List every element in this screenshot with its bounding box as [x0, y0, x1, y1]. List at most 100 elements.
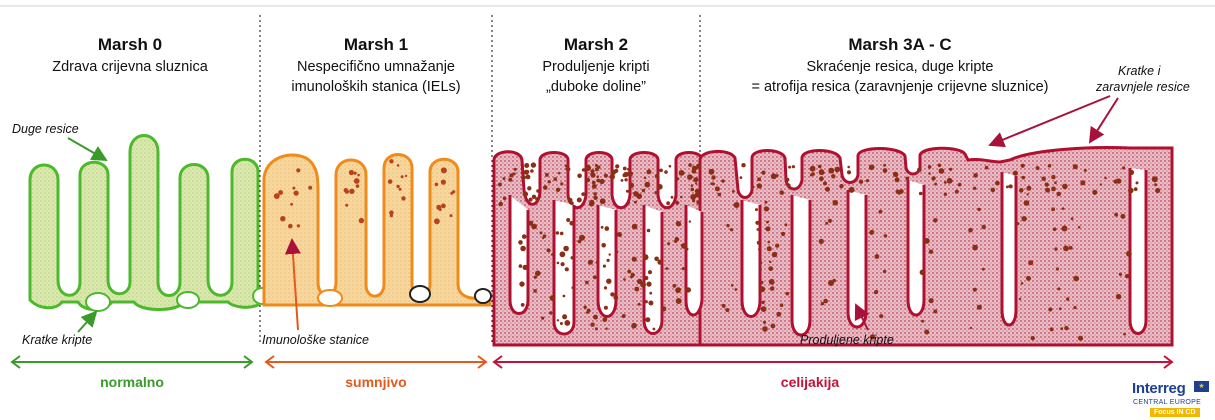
immune-cell-dot [396, 185, 399, 188]
immune-cell-dot [771, 324, 776, 329]
immune-cell-dot [1045, 188, 1050, 193]
crypt-normal [86, 293, 110, 311]
immune-cell-dot [434, 218, 440, 224]
immune-cell-dot [294, 191, 299, 196]
immune-cell-dot [849, 187, 855, 193]
immune-cell-dot [687, 174, 693, 180]
immune-cell-dot [991, 188, 996, 193]
immune-cell-dot [779, 190, 784, 195]
immune-cell-dot [1056, 267, 1059, 270]
immune-cell-dot [436, 205, 441, 210]
immune-cell-dot [577, 174, 582, 179]
immune-cell-dot [972, 245, 978, 251]
immune-cell-dot [581, 192, 585, 196]
immune-cell-dot [775, 174, 778, 177]
immune-cell-dot [762, 326, 768, 332]
immune-cell-dot [761, 301, 764, 304]
immune-cell-dot [521, 303, 525, 307]
immune-cell-dot [928, 165, 932, 169]
immune-cell-dot [1031, 336, 1035, 340]
immune-cell-dot [610, 174, 615, 179]
immune-cell-dot [530, 169, 534, 173]
immune-cell-dot [441, 180, 446, 185]
immune-cell-dot [604, 286, 607, 289]
stage-0-subtitle-line-1: Zdrava crijevna sluznica [52, 59, 208, 75]
immune-cell-dot [523, 265, 528, 270]
immune-cell-dot [1009, 184, 1013, 188]
immune-cell-dot [884, 234, 888, 238]
immune-cell-dot [1042, 177, 1046, 181]
immune-cell-dot [755, 208, 758, 211]
immune-cell-dot [711, 175, 715, 179]
immune-cell-dot [595, 327, 598, 330]
immune-cell-dot [1152, 176, 1158, 182]
immune-cell-dot [527, 170, 530, 173]
immune-cell-dot [1062, 207, 1065, 210]
immune-cell-dot [566, 218, 570, 222]
immune-cell-dot [605, 328, 607, 330]
crypt-cavity [1002, 172, 1016, 325]
immune-cell-dot [541, 317, 544, 320]
immune-cell-dot [629, 183, 635, 189]
immune-cell-dot [1129, 170, 1134, 175]
immune-cell-dot [518, 240, 523, 245]
immune-cell-dot [917, 167, 922, 172]
immune-cell-dot [758, 261, 762, 265]
immune-cell-dot [833, 200, 838, 205]
immune-cell-dot [637, 194, 643, 200]
immune-cell-dot [441, 167, 447, 173]
immune-cell-dot [757, 228, 760, 231]
immune-cell-dot [691, 188, 695, 192]
immune-cell-dot [593, 192, 596, 195]
immune-cell-dot [571, 256, 574, 259]
immune-cell-dot [1114, 213, 1118, 217]
immune-cell-dot [1057, 287, 1060, 290]
immune-cell-dot [770, 286, 775, 291]
immune-cell-dot [623, 278, 626, 281]
immune-cell-dot [1056, 192, 1061, 197]
immune-cell-dot [883, 168, 888, 173]
immune-cell-dot [664, 170, 668, 174]
immune-cell-dot [784, 223, 787, 226]
immune-cell-dot [995, 181, 1000, 186]
logo-word: Interreg [1132, 380, 1185, 397]
immune-cell-dot [768, 266, 773, 271]
immune-cell-dot [627, 270, 631, 274]
immune-cell-dot [582, 168, 585, 171]
immune-cell-dot [354, 172, 357, 175]
pointer-short-crypts [78, 312, 96, 332]
immune-cell-dot [788, 166, 791, 169]
immune-cell-dot [832, 279, 836, 283]
immune-cell-dot [709, 169, 715, 175]
immune-cell-dot [1053, 227, 1057, 231]
immune-cell-dot [933, 218, 938, 223]
immune-cell-dot [824, 182, 827, 185]
immune-cell-dot [934, 183, 937, 186]
immune-cell-dot [535, 197, 539, 201]
immune-cell-dot [560, 251, 566, 257]
immune-cell-dot [604, 174, 608, 178]
immune-cell-dot [819, 176, 824, 181]
crypt-normal [177, 292, 199, 308]
immune-cell-dot [527, 186, 531, 190]
immune-cell-dot [308, 186, 312, 190]
immune-cell-dot [878, 210, 882, 214]
immune-cell-dot [607, 259, 610, 262]
immune-cell-dot [622, 314, 626, 318]
immune-cell-dot [693, 198, 695, 200]
category-label-suspicious: sumnjivo [345, 374, 406, 390]
immune-cell-dot [666, 201, 670, 205]
immune-cell-dot [1071, 217, 1074, 220]
immune-cell-dot [821, 302, 824, 305]
immune-cell-dot [389, 159, 393, 163]
immune-cell-dot [540, 231, 543, 234]
immune-cell-dot [1051, 207, 1055, 211]
annotation-flat-villi-line-2: zaravnjele resice [1095, 80, 1190, 94]
immune-cell-dot [1128, 184, 1130, 186]
immune-cell-dot [929, 298, 934, 303]
immune-cell-dot [556, 231, 559, 234]
immune-cell-dot [823, 299, 828, 304]
immune-cell-dot [769, 279, 775, 285]
immune-cell-dot [689, 220, 691, 222]
immune-cell-dot [715, 186, 720, 191]
